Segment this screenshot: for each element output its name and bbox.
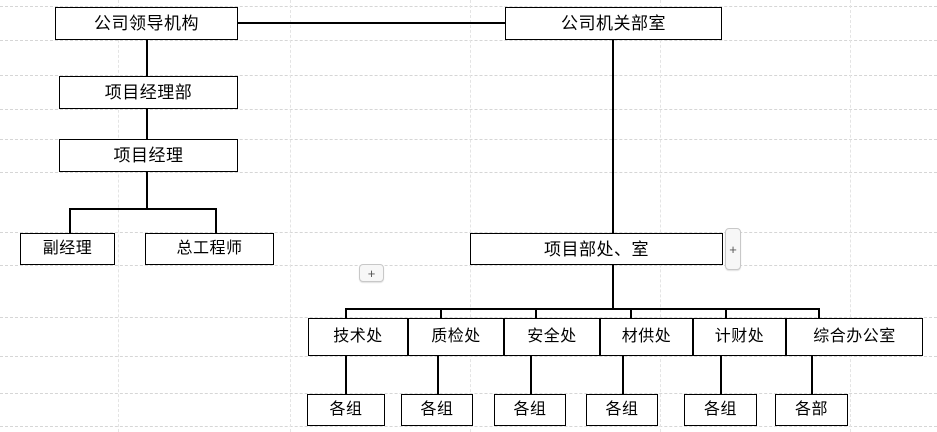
connector-safety-to-group bbox=[530, 356, 533, 394]
connector-offices-stem bbox=[612, 265, 615, 310]
node-label: 公司机关部室 bbox=[561, 14, 666, 33]
connector-leadership-to-company-departments bbox=[238, 22, 506, 25]
connector-bus-to-technical-dept bbox=[345, 308, 348, 319]
connector-to-chief-engineer bbox=[215, 208, 218, 234]
connector-finance-to-group bbox=[720, 356, 723, 394]
node-label: 各组 bbox=[329, 401, 363, 418]
connector-bus-to-material-dept bbox=[630, 308, 633, 319]
group-box[interactable]: 各组 bbox=[307, 394, 385, 426]
gridline-horizontal bbox=[0, 265, 937, 266]
node-chief-engineer[interactable]: 总工程师 bbox=[145, 233, 274, 265]
expand-left-button[interactable]: + bbox=[359, 264, 384, 282]
department-box[interactable]: 综合办公室 bbox=[786, 318, 923, 356]
department-box[interactable]: 质检处 bbox=[408, 318, 504, 356]
connector-department-bus bbox=[345, 308, 820, 311]
connector-company-departments-to-offices bbox=[612, 40, 615, 234]
connector-quality-to-group bbox=[437, 356, 440, 394]
group-box[interactable]: 各组 bbox=[684, 394, 757, 426]
node-label: 各部 bbox=[794, 401, 828, 418]
connector-bus-to-quality-dept bbox=[440, 308, 443, 319]
gridline-horizontal bbox=[0, 172, 937, 173]
gridline-vertical bbox=[660, 0, 661, 432]
node-label: 项目经理部 bbox=[104, 83, 193, 102]
connector-material-to-group bbox=[622, 356, 625, 394]
gridline-horizontal bbox=[0, 232, 937, 233]
node-label: 项目部处、室 bbox=[544, 239, 649, 259]
connector-bus-to-general-office bbox=[818, 308, 821, 319]
department-box[interactable]: 技术处 bbox=[308, 318, 408, 356]
node-label: 副经理 bbox=[42, 240, 93, 257]
department-box[interactable]: 材供处 bbox=[600, 318, 693, 356]
node-label: 计财处 bbox=[714, 328, 765, 345]
gridline-horizontal bbox=[0, 109, 937, 110]
node-project-manager[interactable]: 项目经理 bbox=[59, 139, 238, 172]
connector-bus-to-safety-dept bbox=[535, 308, 538, 319]
connector-bus-to-finance-dept bbox=[725, 308, 728, 319]
group-box[interactable]: 各组 bbox=[494, 394, 566, 426]
node-project-offices[interactable]: 项目部处、室 bbox=[470, 233, 723, 265]
connector-pm-dept-to-pm bbox=[146, 109, 149, 140]
node-label: 技术处 bbox=[333, 328, 383, 345]
expand-offices-button[interactable]: + bbox=[725, 228, 741, 270]
node-company-departments[interactable]: 公司机关部室 bbox=[505, 7, 722, 40]
group-box[interactable]: 各部 bbox=[775, 394, 848, 426]
node-label: 公司领导机构 bbox=[94, 14, 199, 33]
group-box[interactable]: 各组 bbox=[586, 394, 658, 426]
node-label: 质检处 bbox=[431, 328, 481, 345]
node-label: 各组 bbox=[513, 401, 547, 418]
plus-icon: + bbox=[729, 241, 737, 257]
gridline-vertical bbox=[118, 0, 119, 432]
node-deputy-manager[interactable]: 副经理 bbox=[20, 233, 115, 265]
connector-to-deputy-manager bbox=[69, 208, 72, 234]
node-label: 各组 bbox=[703, 401, 737, 418]
gridline-horizontal bbox=[0, 426, 937, 427]
department-box[interactable]: 安全处 bbox=[504, 318, 600, 356]
node-label: 项目经理 bbox=[113, 146, 184, 165]
department-box[interactable]: 计财处 bbox=[693, 318, 786, 356]
gridline-vertical bbox=[850, 0, 851, 432]
gridline-horizontal bbox=[0, 40, 937, 41]
gridline-vertical bbox=[290, 0, 291, 432]
node-project-manager-dept[interactable]: 项目经理部 bbox=[59, 76, 238, 109]
gridline-vertical bbox=[470, 0, 471, 432]
connector-pm-bus bbox=[69, 208, 217, 211]
node-label: 各组 bbox=[605, 401, 639, 418]
group-box[interactable]: 各组 bbox=[401, 394, 473, 426]
node-label: 各组 bbox=[420, 401, 454, 418]
node-label: 综合办公室 bbox=[813, 328, 896, 345]
connector-general-office-to-group bbox=[811, 356, 814, 394]
connector-leadership-to-pm-dept bbox=[146, 40, 149, 77]
node-label: 总工程师 bbox=[176, 240, 243, 257]
connector-pm-stem bbox=[146, 172, 149, 210]
node-label: 安全处 bbox=[527, 328, 577, 345]
connector-technical-to-group bbox=[345, 356, 348, 394]
plus-icon: + bbox=[367, 265, 376, 281]
node-company-leadership[interactable]: 公司领导机构 bbox=[55, 7, 238, 40]
gridline-horizontal bbox=[0, 356, 937, 357]
node-label: 材供处 bbox=[621, 328, 672, 345]
